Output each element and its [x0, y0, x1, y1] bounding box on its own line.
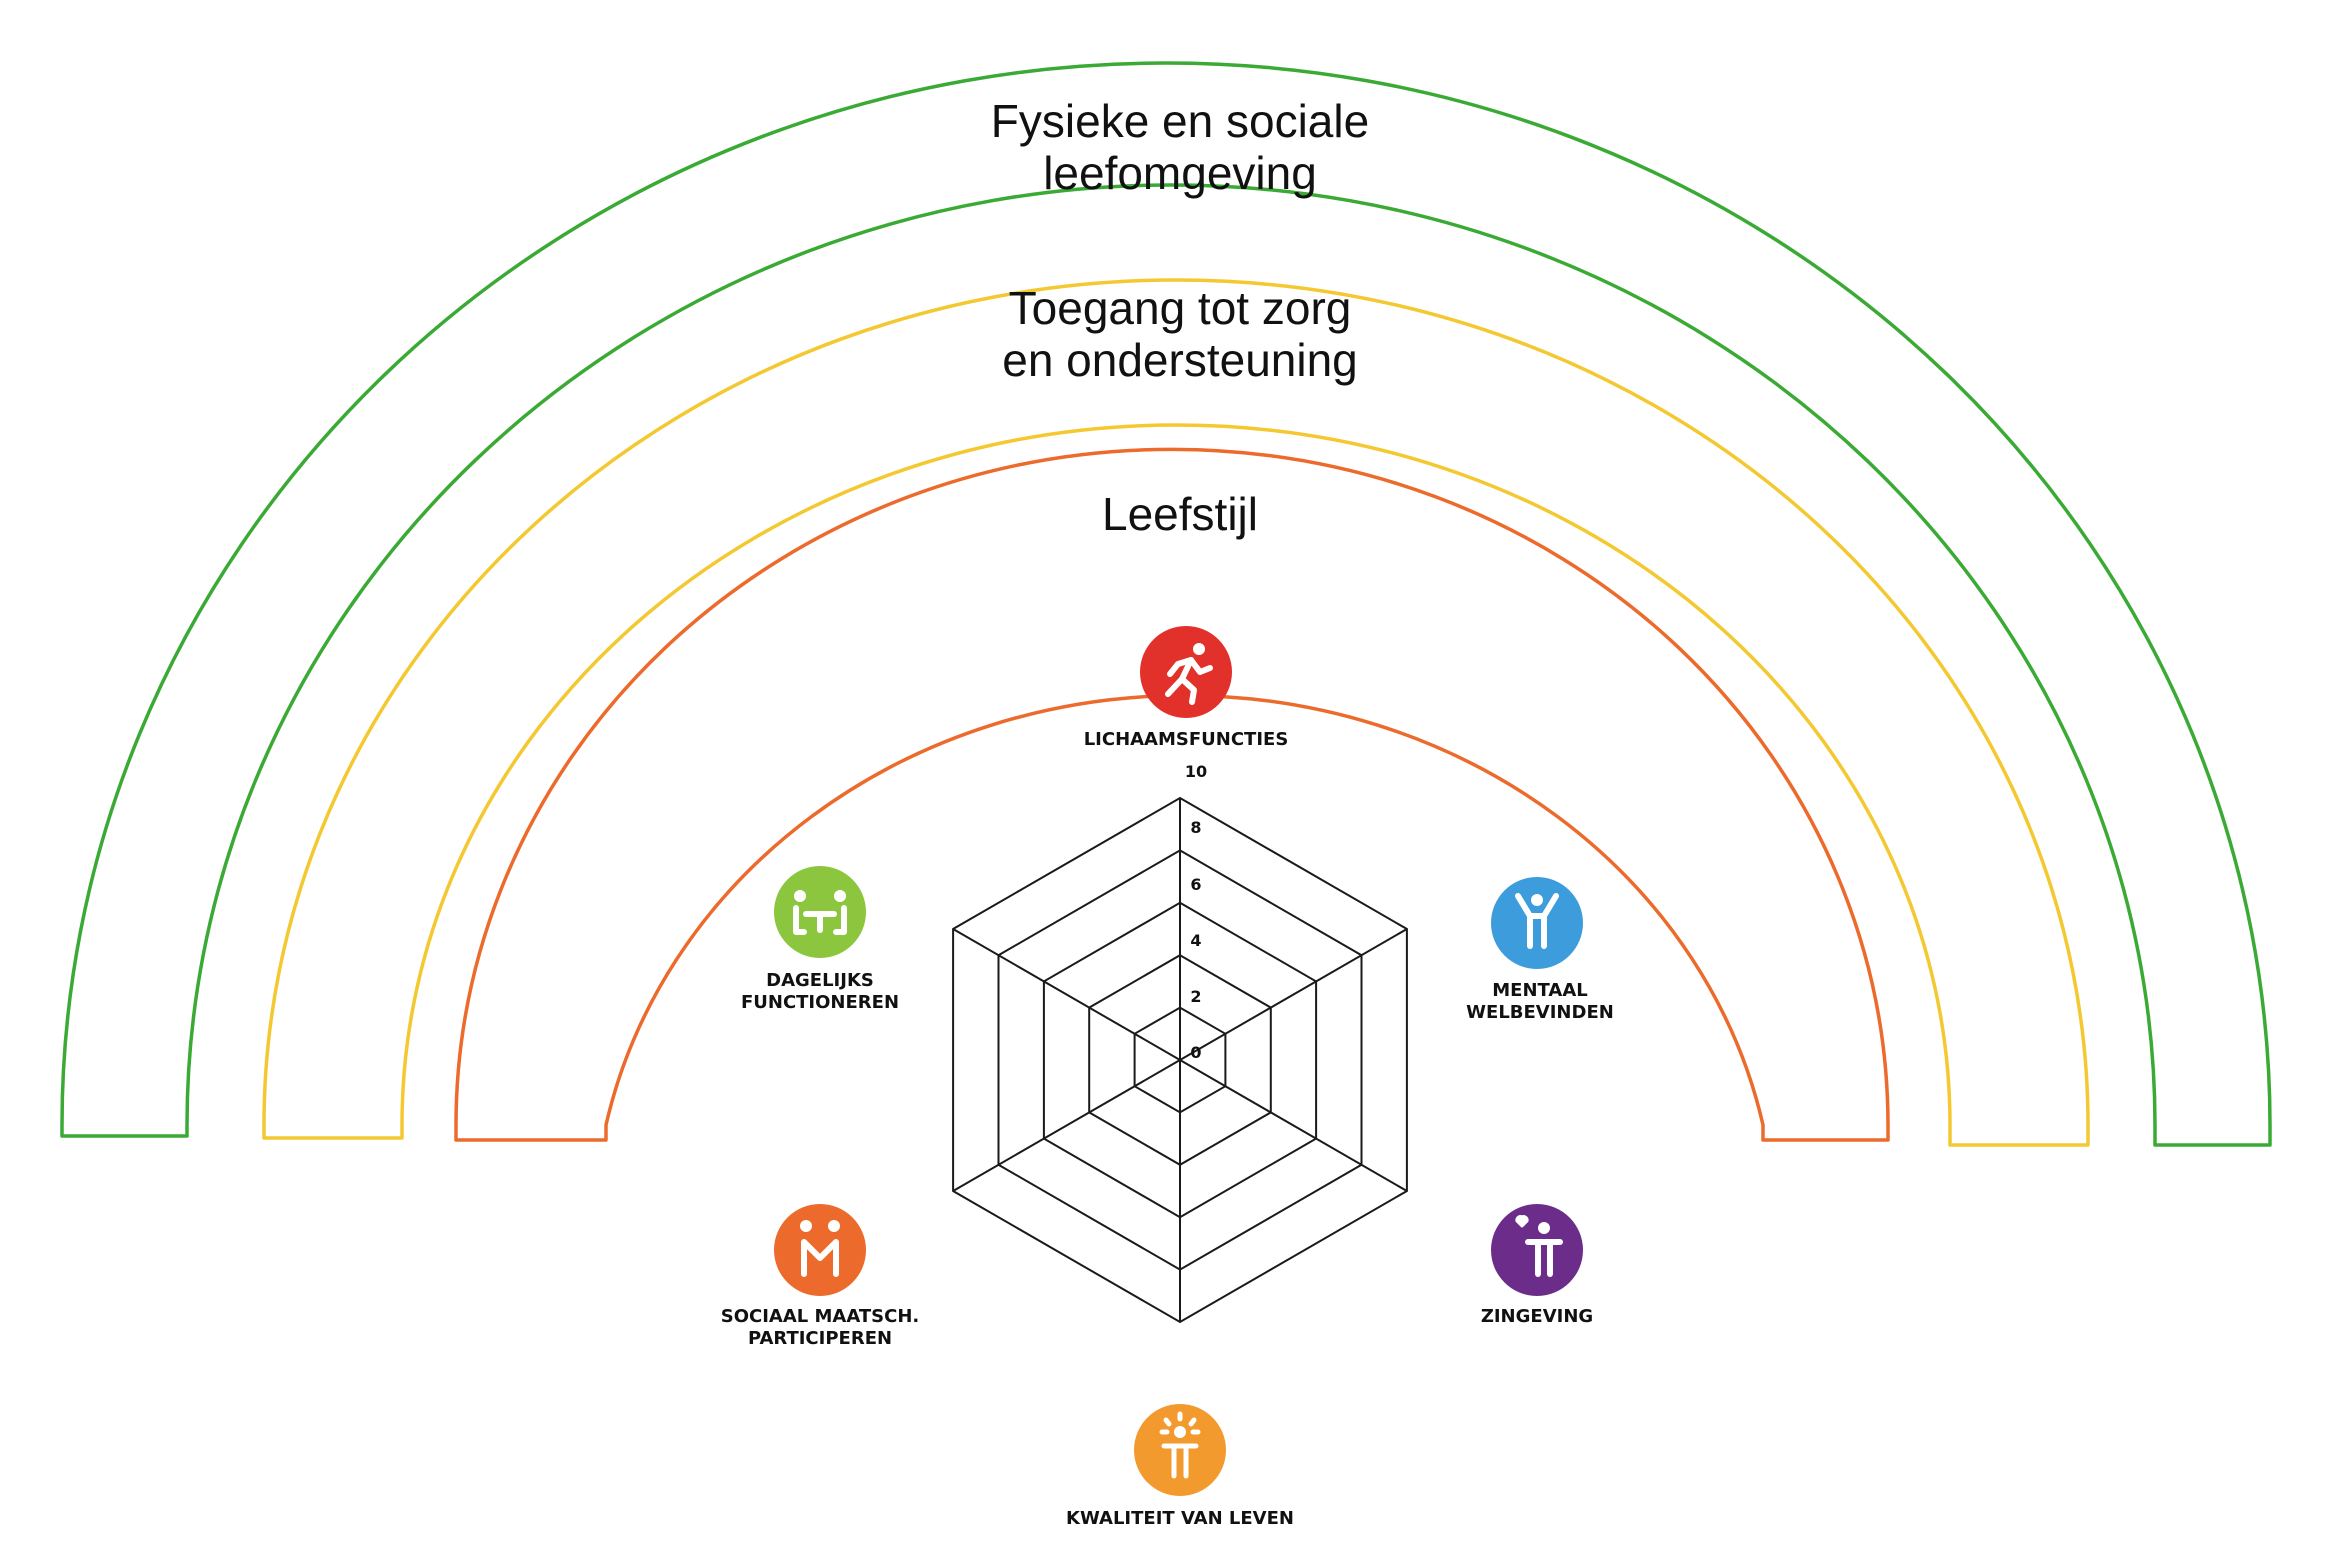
person-heart-icon	[1515, 1215, 1563, 1277]
dagelijks-label-line-2: FUNCTIONEREN	[741, 992, 899, 1013]
arc-middle-title-line-1: Toegang tot zorg	[1009, 282, 1352, 334]
radar-spoke-5	[952, 1059, 1181, 1192]
radar-spoke-2	[1179, 928, 1408, 1061]
dimension-zingeving: ZINGEVING	[1481, 1204, 1593, 1327]
sociaal-label-line-2: PARTICIPEREN	[748, 1328, 892, 1349]
kwaliteit-label: KWALITEIT VAN LEVEN	[1066, 1508, 1294, 1529]
tick-label-2: 2	[1190, 987, 1201, 1006]
radar-grid	[952, 796, 1408, 1324]
arc-outer-title-line-1: Fysieke en sociale	[991, 95, 1369, 147]
dagelijks-label-line-1: DAGELIJKS	[766, 970, 874, 991]
radar-scale: 0 2 4 6 8 10	[1185, 762, 1207, 1062]
tick-label-10: 10	[1185, 762, 1207, 781]
zingeving-label: ZINGEVING	[1481, 1306, 1593, 1327]
mentaal-label-line-1: MENTAAL	[1492, 980, 1587, 1001]
mentaal-label-line-2: WELBEVINDEN	[1466, 1002, 1614, 1023]
mentaal-badge	[1491, 877, 1583, 969]
kwaliteit-badge	[1134, 1404, 1226, 1496]
dimension-mentaal-welbevinden: MENTAAL WELBEVINDEN	[1466, 877, 1614, 1023]
raised-arms-person-icon	[1515, 893, 1559, 949]
tick-label-0: 0	[1190, 1043, 1201, 1062]
sociaal-label-line-1: SOCIAAL MAATSCH.	[721, 1306, 920, 1327]
arc-outer-band	[60, 61, 2272, 1147]
running-person-icon	[1165, 643, 1213, 705]
arc-middle-title-line-2: en ondersteuning	[1002, 334, 1358, 386]
tick-label-6: 6	[1190, 875, 1201, 894]
dimension-lichaamsfuncties: LICHAAMSFUNCTIES	[1084, 626, 1289, 750]
arc-inner-band	[454, 447, 1890, 1142]
arc-titles: Fysieke en sociale leefomgeving Toegang …	[991, 95, 1369, 540]
arc-middle-band	[262, 278, 2090, 1147]
dimension-sociaal-participeren: SOCIAAL MAATSCH. PARTICIPEREN	[721, 1204, 920, 1349]
dimension-dagelijks-functioneren: DAGELIJKS FUNCTIONEREN	[741, 866, 899, 1013]
sociaal-badge	[774, 1204, 866, 1296]
two-people-icon	[800, 1220, 840, 1277]
person-sun-icon	[1159, 1411, 1201, 1479]
tick-label-8: 8	[1190, 818, 1201, 837]
radar-spoke-6	[952, 928, 1181, 1061]
arc-inner-title: Leefstijl	[1102, 488, 1258, 540]
dimension-kwaliteit-van-leven: KWALITEIT VAN LEVEN	[1066, 1404, 1294, 1529]
radar-spoke-3	[1179, 1059, 1408, 1192]
people-at-table-icon	[793, 890, 847, 935]
rainbow-arcs	[60, 61, 2272, 1147]
arc-outer-title-line-2: leefomgeving	[1043, 147, 1317, 199]
tick-label-4: 4	[1190, 931, 1201, 950]
lichaamsfuncties-label: LICHAAMSFUNCTIES	[1084, 729, 1289, 750]
